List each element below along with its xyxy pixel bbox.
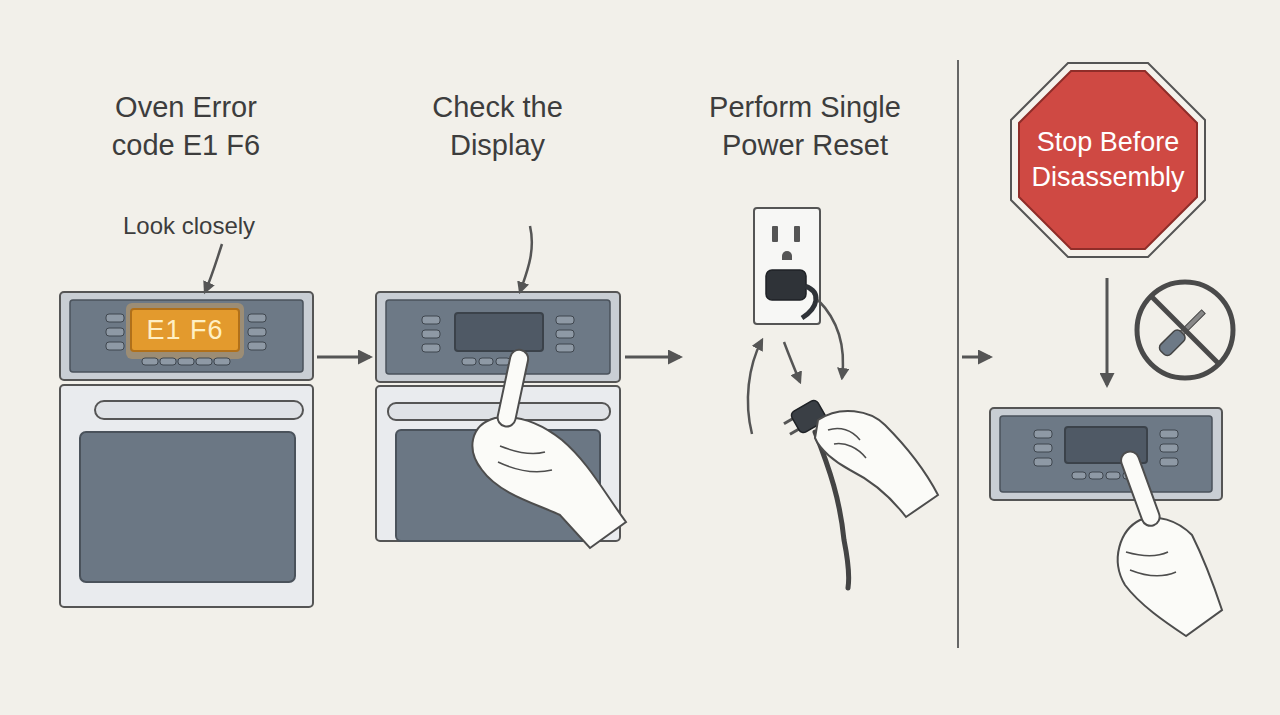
button [1034, 444, 1052, 452]
power-reset [748, 208, 938, 588]
blank-display [455, 313, 543, 351]
button [422, 330, 440, 338]
step-heading: Oven Error code E1 F6 [86, 88, 286, 164]
button [1160, 444, 1178, 452]
outlet-slot [772, 226, 778, 242]
stop-text: Stop Before Disassembly [1031, 125, 1184, 195]
no-tools-symbol [1137, 282, 1233, 378]
unplug-arrow [784, 342, 800, 382]
hand-fingers [498, 446, 552, 472]
button [1034, 458, 1052, 466]
power-reset-step: Perform Single Power Reset [680, 88, 930, 588]
button [462, 358, 476, 365]
control-frame [990, 408, 1222, 500]
power-cord [802, 286, 816, 318]
button [556, 344, 574, 352]
control-panel [386, 300, 610, 374]
down-arrow [1106, 278, 1109, 385]
step-arrow [625, 356, 680, 359]
control-frame [376, 292, 620, 382]
button [1034, 430, 1052, 438]
outlet-slot [794, 226, 800, 242]
outlet-plate [754, 208, 820, 324]
callout-arrow [205, 244, 222, 292]
outlet-ground [782, 251, 792, 260]
stop-sign: Stop Before Disassembly [1009, 61, 1207, 259]
pointing-finger [496, 348, 530, 428]
button [178, 358, 194, 365]
control-panel-closeup [990, 408, 1222, 636]
button [1160, 430, 1178, 438]
step-heading: Perform Single Power Reset [690, 88, 920, 164]
control-panel [70, 300, 303, 372]
callout-label: Look closely [123, 212, 255, 240]
prohibition-slash [1151, 296, 1219, 364]
hand-palm [472, 417, 626, 548]
octagon-face [1019, 71, 1197, 249]
oven-one [60, 244, 313, 607]
oven-two [376, 226, 626, 548]
button [479, 358, 493, 365]
display-glow [126, 303, 244, 359]
button [142, 358, 158, 365]
hand-palm [1118, 518, 1222, 636]
button [1106, 472, 1120, 479]
replug-arrow [748, 340, 762, 434]
plugged-plug [766, 270, 806, 300]
step-heading: Check the Display [410, 88, 585, 164]
octagon-rim [1011, 63, 1205, 257]
error-code: E1 F6 [146, 315, 223, 346]
button [106, 342, 124, 350]
oven-window [80, 432, 295, 582]
button [248, 314, 266, 322]
prohibition-circle [1137, 282, 1233, 378]
step-arrow [962, 356, 990, 359]
hand-palm [815, 411, 938, 517]
panel-buttons [1034, 430, 1178, 479]
button [248, 328, 266, 336]
button [160, 358, 176, 365]
hand-fingers [1126, 552, 1176, 576]
button [1160, 458, 1178, 466]
button [248, 342, 266, 350]
door-handle [95, 401, 303, 419]
button [556, 330, 574, 338]
section-divider [957, 60, 959, 648]
button [106, 314, 124, 322]
display-step: Check the Display [370, 88, 625, 540]
error-display: E1 F6 [130, 308, 240, 352]
button [106, 328, 124, 336]
screwdriver [1157, 307, 1208, 358]
button [214, 358, 230, 365]
button [422, 316, 440, 324]
oven-step: Oven Error code E1 F6 E1 F6 [55, 88, 317, 610]
button [1089, 472, 1103, 479]
pointing-finger [1119, 449, 1163, 528]
button [556, 316, 574, 324]
button [1072, 472, 1086, 479]
control-panel [1000, 416, 1212, 492]
control-frame [60, 292, 313, 380]
step-arrow [317, 356, 370, 359]
unplug-arrow [818, 300, 843, 378]
panel-buttons [422, 316, 574, 365]
oven-body [60, 385, 313, 607]
button [422, 344, 440, 352]
button [196, 358, 212, 365]
pointer-arrow [520, 226, 532, 292]
hand-fingers [828, 428, 866, 458]
octagon-outline [1009, 61, 1207, 259]
